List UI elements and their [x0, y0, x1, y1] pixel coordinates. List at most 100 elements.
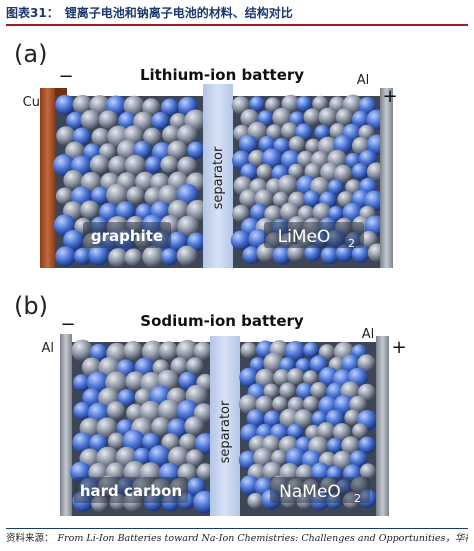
electrode-particle — [239, 475, 260, 495]
panel-b: (b) Sodium-ion battery Al − separator Al… — [14, 292, 407, 516]
electrode-particle — [56, 126, 76, 146]
electrode-particle — [72, 127, 91, 147]
electrode-particle — [314, 124, 330, 141]
electrode-particle — [239, 134, 258, 154]
electrode-particle — [257, 110, 274, 127]
electrode-particle — [55, 94, 76, 115]
panel-a: (a) Lithium-ion battery Cu − separator A… — [14, 40, 398, 268]
electrode-particle — [66, 111, 85, 130]
electrode-particle — [80, 200, 100, 220]
electrode-particle — [272, 191, 289, 208]
electrode-particle — [351, 163, 369, 180]
anode-label-a: graphite — [91, 227, 163, 245]
cathode-subscript-b: 2 — [354, 492, 361, 505]
panel-b-negative-sign: − — [60, 314, 75, 335]
electrode-particle — [187, 232, 206, 251]
source-line: 资料来源：From Li-Ion Batteries toward Na-Ion… — [6, 531, 468, 547]
electrode-particle — [240, 342, 258, 359]
electrode-particle — [277, 174, 299, 196]
electrode-particle — [176, 339, 199, 362]
figure-number: 图表31： — [6, 6, 59, 20]
electrode-particle — [80, 109, 101, 131]
electrode-particle — [263, 383, 280, 400]
electrode-particle — [73, 402, 92, 420]
anode-label-b: hard carbon — [80, 482, 182, 500]
anode-label-box-b — [74, 477, 188, 503]
electrode-particle — [148, 445, 171, 468]
electrode-particle — [123, 341, 143, 361]
electrode-particle — [177, 124, 198, 146]
electrode-particle — [98, 110, 118, 130]
anode-label-box-a — [83, 222, 171, 248]
electrode-particle — [55, 246, 76, 267]
electrode-particle — [358, 96, 377, 115]
electrode-particle — [160, 155, 179, 174]
electrode-particle — [249, 96, 265, 112]
electrode-particle — [160, 98, 179, 117]
electrode-particle — [333, 394, 355, 416]
electrode-particle — [288, 163, 304, 180]
source-text: From Li-Ion Batteries toward Na-Ion Chem… — [57, 533, 468, 544]
electrode-particle — [326, 437, 343, 454]
electrode-particle — [273, 369, 291, 387]
cathode-label-box-a — [264, 222, 364, 248]
electrode-particle — [335, 244, 354, 262]
panel-a-left-collector: Cu — [23, 95, 40, 110]
electrode-particle — [133, 447, 151, 466]
electrode-particle — [256, 164, 273, 181]
electrode-particle — [239, 189, 259, 209]
figure-title: 图表31：锂离子电池和钠离子电池的材料、结构对比 — [6, 4, 468, 22]
electrode-particle — [296, 382, 314, 401]
electrode-particle — [124, 248, 143, 267]
electrode-particle — [287, 423, 304, 440]
electrode-particle — [296, 96, 312, 112]
electrode-particle — [250, 203, 268, 222]
electrode-particle — [142, 245, 165, 268]
electrode-particle — [108, 248, 128, 268]
electrode-particle — [265, 97, 281, 113]
electrode-particle — [106, 401, 126, 421]
electrode-particle — [255, 395, 274, 414]
electrode-particle — [359, 463, 377, 480]
electrode-particle — [89, 95, 110, 116]
panel-a-positive-sign: + — [382, 86, 397, 107]
electrode-particle — [248, 149, 266, 168]
electrode-particle — [167, 231, 188, 252]
electrode-particle — [352, 423, 368, 439]
electrode-particle — [53, 154, 75, 177]
electrode-particle — [96, 417, 118, 439]
electrode-particle — [344, 409, 361, 426]
separator-a — [203, 84, 233, 268]
electrode-particle — [320, 246, 339, 265]
electrode-particle — [358, 436, 376, 454]
electrode-particle — [364, 190, 385, 212]
electrode-particle — [335, 108, 354, 126]
electrode-particle — [303, 108, 321, 126]
cathode-particles-b — [238, 340, 378, 511]
panel-a-right-collector: Al — [357, 73, 370, 88]
electrode-particle — [124, 154, 147, 177]
electrode-particle — [55, 187, 74, 205]
electrode-particle — [284, 340, 306, 362]
electrode-particle — [349, 450, 367, 468]
electrode-particle — [317, 422, 336, 441]
electrode-particle — [135, 171, 156, 192]
electrode-particle — [349, 395, 367, 414]
panel-b-positive-sign: + — [391, 337, 406, 358]
panel-a-negative-sign: − — [58, 66, 73, 87]
electrode-particle — [177, 156, 197, 177]
electrode-particle — [91, 186, 110, 205]
electrode-particle — [186, 357, 204, 375]
electrode-particle — [151, 417, 171, 437]
cathode-particles-a — [230, 94, 388, 265]
electrode-particle — [328, 205, 344, 222]
cathode-formula-b: NaMeO — [279, 482, 341, 502]
electrode-particle — [193, 341, 213, 361]
electrode-particle — [272, 245, 292, 265]
cathode-label-box-b — [270, 477, 370, 503]
electrode-particle — [281, 122, 299, 140]
electrode-particle — [304, 244, 321, 262]
electrode-particle — [177, 215, 200, 238]
electrode-particle — [263, 410, 281, 428]
electrode-particle — [287, 243, 306, 262]
